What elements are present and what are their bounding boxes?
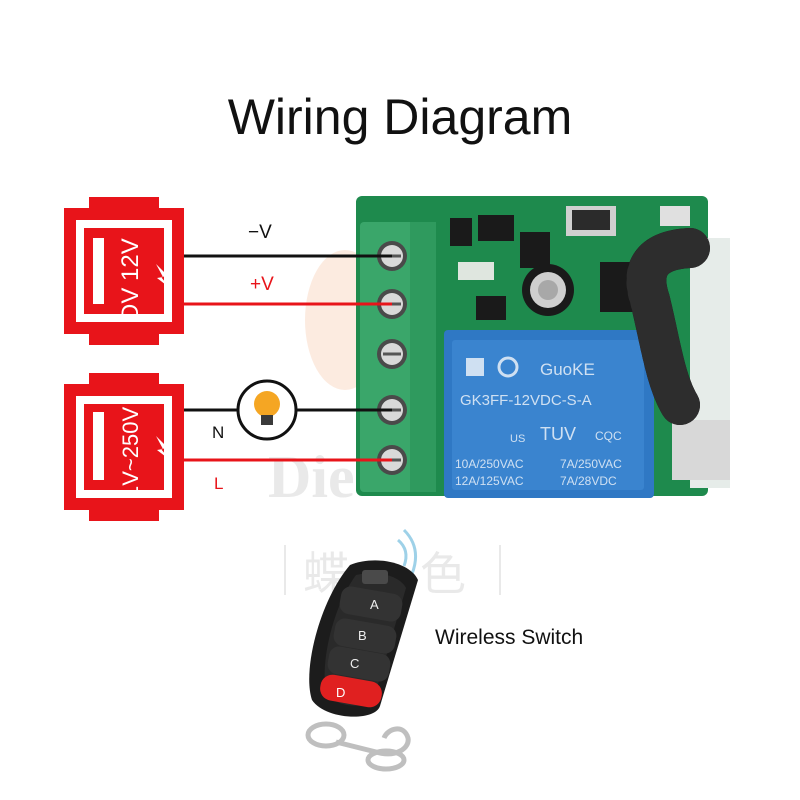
dc-bolt-icon <box>156 264 170 288</box>
remote-button-b: B <box>333 618 397 654</box>
dc-source: DV 12V <box>64 197 184 345</box>
watermark-cjk-2: 色 <box>420 547 466 601</box>
relay-rating-4: 7A/28VDC <box>560 474 617 488</box>
relay-rating-1: 10A/250VAC <box>455 457 524 471</box>
dc-source-label: DV 12V <box>117 238 144 321</box>
relay-logo-icon <box>466 358 484 376</box>
relay-cert-tuv: TUV <box>540 424 576 444</box>
remote-button-c: C <box>327 646 391 682</box>
remote-button-d-label: D <box>336 685 345 700</box>
relay-cert-cqc: CQC <box>595 429 622 443</box>
ac-source-label: 1V~250V <box>118 407 143 498</box>
wire-label-neutral: N <box>212 423 224 442</box>
wire-label-live: L <box>214 474 223 493</box>
relay-rating-2: 12A/125VAC <box>455 474 524 488</box>
wires <box>184 254 392 462</box>
lamp-icon <box>236 379 298 441</box>
relay-rating-3: 7A/250VAC <box>560 457 622 471</box>
wireless-switch-label: Wireless Switch <box>435 626 584 649</box>
keyring-icon <box>305 721 411 772</box>
ac-bolt-icon <box>156 436 170 460</box>
relay-brand: GuoKE <box>540 360 595 379</box>
remote-button-d: D <box>320 674 382 708</box>
remote-button-c-label: C <box>350 656 359 671</box>
remote-button-a: A <box>339 586 403 622</box>
remote-button-b-label: B <box>358 628 367 643</box>
relay-cert-us: US <box>510 433 525 445</box>
terminal-block <box>360 222 436 492</box>
screw-3 <box>377 339 407 369</box>
wire-label-negative: −V <box>248 222 272 243</box>
wire-label-positive: +V <box>250 274 274 295</box>
wifi-signal-icon <box>396 528 418 575</box>
ac-source: 1V~250V <box>64 373 184 521</box>
diagram-title: Wiring Diagram <box>227 89 573 145</box>
watermark: Die 蝶 色 <box>268 444 501 601</box>
relay: GuoKE GK3FF-12VDC-S-A US TUV CQC 10A/250… <box>444 330 654 498</box>
remote-button-a-label: A <box>370 597 379 612</box>
remote-control: A B C D <box>305 528 418 772</box>
relay-model: GK3FF-12VDC-S-A <box>460 392 592 409</box>
antenna-coil <box>626 228 710 425</box>
watermark-latin: Die <box>268 444 355 510</box>
